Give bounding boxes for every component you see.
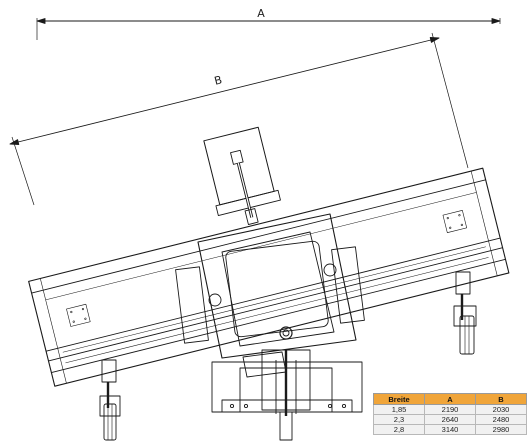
- dimension-a-label: A: [257, 7, 265, 20]
- table-cell: 2,8: [373, 424, 425, 435]
- table-cell: 2190: [424, 404, 476, 415]
- left-support-wheel: [99, 359, 121, 441]
- header-a: A: [424, 393, 476, 405]
- table-row: 2,8 3140 2980: [373, 424, 527, 435]
- right-support-wheel: [453, 271, 477, 355]
- table-cell: 2640: [424, 414, 476, 425]
- table-cell: 2030: [475, 404, 527, 415]
- dimension-b: [9, 32, 469, 206]
- header-breite: Breite: [373, 393, 425, 405]
- table-header-row: Breite A B: [373, 393, 527, 405]
- table-cell: 2980: [475, 424, 527, 435]
- table-row: 2,3 2640 2480: [373, 414, 527, 425]
- hitch-assembly: [211, 349, 363, 441]
- header-b: B: [475, 393, 527, 405]
- table-cell: 2,3: [373, 414, 425, 425]
- table-row: 1,85 2190 2030: [373, 404, 527, 415]
- table-cell: 2480: [475, 414, 527, 425]
- central-frame: [175, 213, 365, 378]
- dimension-a: [36, 18, 501, 40]
- table-cell: 1,85: [373, 404, 425, 415]
- dimensions-table: Breite A B 1,85 2190 2030 2,3 2640 2480 …: [373, 393, 527, 435]
- blade-assembly: [28, 126, 510, 387]
- dimension-b-label: B: [213, 73, 223, 87]
- table-cell: 3140: [424, 424, 476, 435]
